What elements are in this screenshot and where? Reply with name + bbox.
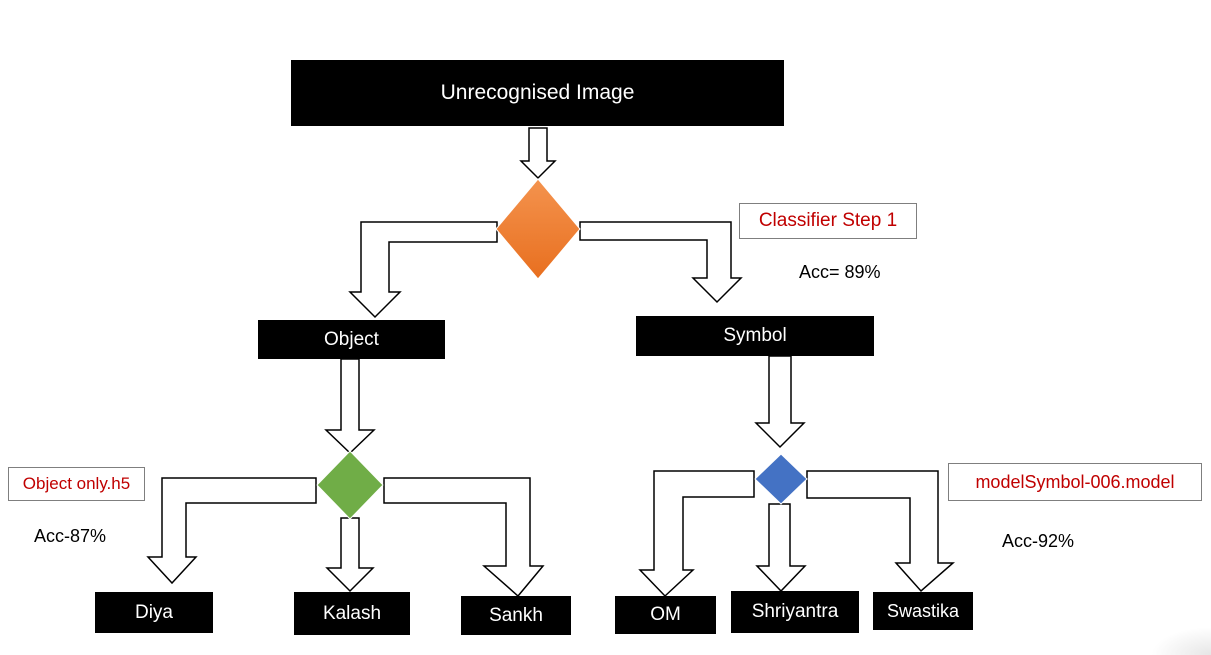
arrow-symbol-model-to-om bbox=[638, 470, 755, 598]
leaf-kalash-label: Kalash bbox=[322, 602, 382, 624]
leaf-diya-label: Diya bbox=[134, 601, 173, 623]
object-box: Object bbox=[258, 320, 445, 359]
symbol-model-text: modelSymbol-006.model bbox=[975, 471, 1175, 492]
leaf-diya: Diya bbox=[95, 592, 213, 633]
arrow-classifier-to-object bbox=[348, 221, 498, 319]
symbol-model-label: modelSymbol-006.model bbox=[948, 463, 1202, 501]
arrow-object-to-model bbox=[324, 358, 376, 455]
classifier-step-label: Classifier Step 1 bbox=[739, 203, 917, 239]
leaf-swastika: Swastika bbox=[873, 592, 973, 630]
arrow-symbol-to-model bbox=[754, 355, 806, 449]
leaf-swastika-label: Swastika bbox=[886, 600, 960, 621]
leaf-sankh-label: Sankh bbox=[489, 604, 543, 626]
arrow-symbol-model-to-shriyantra bbox=[755, 503, 807, 593]
leaf-sankh: Sankh bbox=[461, 596, 571, 635]
classifier-step-text: Classifier Step 1 bbox=[758, 210, 898, 231]
leaf-kalash: Kalash bbox=[294, 592, 410, 635]
object-label: Object bbox=[324, 328, 379, 350]
root-label: Unrecognised Image bbox=[440, 81, 635, 104]
arrow-root-to-classifier bbox=[519, 127, 557, 180]
object-model-accuracy: Acc-87% bbox=[34, 526, 107, 546]
root-box: Unrecognised Image bbox=[291, 60, 784, 126]
classifier-diamond bbox=[495, 178, 581, 280]
leaf-shriyantra-label: Shriyantra bbox=[751, 601, 839, 622]
object-model-label: Object only.h5 bbox=[8, 467, 145, 501]
leaf-shriyantra: Shriyantra bbox=[731, 591, 859, 633]
object-model-text: Object only.h5 bbox=[22, 474, 131, 493]
arrow-object-model-to-kalash bbox=[325, 517, 375, 593]
symbol-model-accuracy: Acc-92% bbox=[1002, 531, 1075, 551]
symbol-model-diamond bbox=[754, 453, 808, 505]
leaf-om-label: OM bbox=[650, 604, 681, 625]
corner-shadow bbox=[1151, 627, 1211, 655]
classifier-accuracy: Acc= 89% bbox=[799, 262, 881, 282]
arrow-object-model-to-sankh bbox=[383, 477, 545, 598]
leaf-om: OM bbox=[615, 596, 716, 634]
object-model-diamond bbox=[316, 450, 384, 520]
arrow-symbol-model-to-swastika bbox=[806, 470, 955, 593]
symbol-label: Symbol bbox=[723, 325, 787, 346]
arrow-classifier-to-symbol bbox=[579, 221, 743, 304]
symbol-box: Symbol bbox=[636, 316, 874, 356]
arrow-object-model-to-diya bbox=[146, 477, 317, 585]
